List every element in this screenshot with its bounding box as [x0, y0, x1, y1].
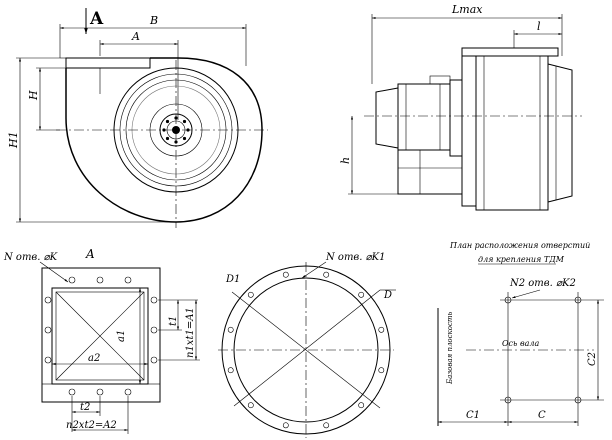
side-dim-Lmax: Lmax [451, 3, 483, 16]
inlet-dim-a2: a2 [88, 353, 100, 364]
outlet-bolt-hole [247, 402, 254, 409]
inlet-flange-view: A N отв. ⌀K a1 a2 t1 n1xt1=A [3, 247, 200, 434]
outlet-bolt-hole [323, 422, 330, 429]
outlet-bolt-hole [282, 422, 289, 429]
scroll-housing [65, 57, 263, 223]
side-view: Lmax l h [339, 3, 582, 211]
outlet-bolt-hole [227, 326, 234, 333]
mounting-title-2: для крепления ТДМ [478, 255, 565, 264]
outlet-stub [65, 57, 151, 69]
outlet-bolt-holes [227, 271, 385, 429]
inlet-dim-t1: t1 [168, 316, 179, 326]
outlet-bolt-hole [358, 291, 365, 298]
front-dim-B: B [149, 14, 158, 27]
outlet-dim-D1: D1 [225, 274, 240, 285]
mounting-dim-C1: C1 [466, 410, 480, 421]
inlet-dim-A1: n1xt1=A1 [185, 307, 196, 358]
inlet-dim-a1: a1 [116, 330, 127, 342]
outlet-bolt-hole [378, 367, 385, 374]
terminal-box [429, 75, 451, 85]
mounting-plan: План расположения отверстий для креплени… [437, 241, 604, 426]
base-plane-label: Базовая плоскость [446, 311, 454, 385]
front-dim-H: H [27, 90, 40, 101]
front-view: A B A [7, 8, 268, 228]
inlet-dim-A2: n2xt2=A2 [66, 420, 117, 431]
outlet-bolt-hole [378, 326, 385, 333]
outlet-dim-D: D [383, 290, 392, 301]
inlet-bolt-holes [44, 276, 158, 396]
outlet-bolt-hole [227, 367, 234, 374]
mounting-holes-label: N2 отв. ⌀K2 [509, 278, 576, 289]
shaft-axis-label: Ось вала [502, 339, 539, 348]
motor-support [397, 150, 463, 195]
mounting-title-1: План расположения отверстий [449, 241, 590, 250]
motor-end-cap [375, 87, 399, 149]
inlet-dim-t2: t2 [80, 402, 90, 413]
outlet-bolt-hole [323, 271, 330, 278]
outlet-flange-inner [233, 277, 379, 423]
mounting-dim-C: C [538, 410, 546, 421]
side-dim-h: h [339, 157, 352, 164]
front-view-letter: A [89, 9, 104, 29]
inlet-opening [51, 287, 149, 385]
side-dim-l: l [537, 20, 541, 33]
outlet-bolt-hole [247, 291, 254, 298]
outlet-bolt-hole [358, 402, 365, 409]
inlet-view-letter: A [85, 247, 95, 261]
outlet-flange-plate [461, 47, 559, 57]
outlet-flange-view: D1 D N отв. ⌀K1 [218, 252, 396, 438]
inlet-holes-label: N отв. ⌀K [3, 252, 58, 263]
inlet-nozzle [547, 63, 573, 203]
fan-casing-side [475, 55, 549, 211]
outlet-holes-label: N отв. ⌀K1 [325, 252, 385, 263]
front-dim-H1: H1 [7, 131, 20, 149]
outlet-bolt-hole [282, 271, 289, 278]
front-dim-A: A [131, 30, 140, 43]
mounting-dim-C2: C2 [587, 352, 598, 366]
